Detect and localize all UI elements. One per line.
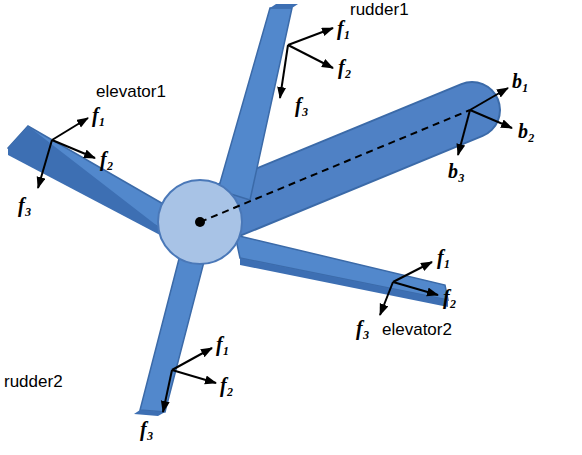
- fin-edge: [240, 258, 448, 307]
- axis-arrow: [470, 110, 512, 128]
- part-name: rudder2: [4, 372, 63, 392]
- axis-arrow: [393, 262, 432, 282]
- axis-arrow: [172, 348, 212, 370]
- axis-label: f₃: [140, 418, 154, 441]
- part-name: elevator1: [96, 82, 166, 102]
- axis-arrow: [393, 282, 438, 295]
- axis-arrow: [38, 140, 52, 188]
- axis-label: f₁: [216, 333, 230, 356]
- axis-arrow: [163, 370, 172, 412]
- axis-arrow: [172, 370, 216, 383]
- fin-edge: [134, 410, 165, 416]
- axis-arrow: [52, 140, 95, 158]
- hub-disk: [158, 180, 242, 264]
- axis-label: f₂: [338, 56, 352, 79]
- axis-arrow: [458, 110, 470, 155]
- fin-edge: [270, 4, 298, 8]
- axis-label: f₂: [443, 286, 457, 309]
- axis-label: f₂: [220, 374, 234, 397]
- axis-arrow: [380, 282, 393, 315]
- part-name: rudder1: [350, 0, 409, 20]
- axis-label: f₃: [356, 317, 370, 340]
- frame-arrows: [38, 28, 512, 412]
- axis-label: b₃: [448, 160, 465, 183]
- axis-arrow: [288, 28, 333, 45]
- rudder-fin: [218, 8, 292, 200]
- axis-label: b₂: [518, 120, 535, 143]
- axis-label: f₃: [295, 94, 309, 117]
- center-dot: [195, 217, 205, 227]
- axis-label: f₁: [92, 104, 106, 127]
- body-axis: [200, 110, 470, 222]
- axis-arrow: [52, 118, 88, 140]
- part-name: elevator2: [382, 320, 452, 340]
- rudder-fin: [140, 255, 205, 412]
- axis-label: f₁: [337, 17, 351, 40]
- axis-arrow: [280, 45, 288, 98]
- fin-edge: [8, 126, 160, 235]
- axis-arrow: [288, 45, 333, 68]
- axis-label: f₃: [18, 194, 32, 217]
- axis-label: f₁: [437, 246, 451, 269]
- axis-label: f₂: [100, 148, 114, 171]
- axis-label: b₁: [512, 70, 529, 93]
- axis-arrow: [470, 88, 508, 110]
